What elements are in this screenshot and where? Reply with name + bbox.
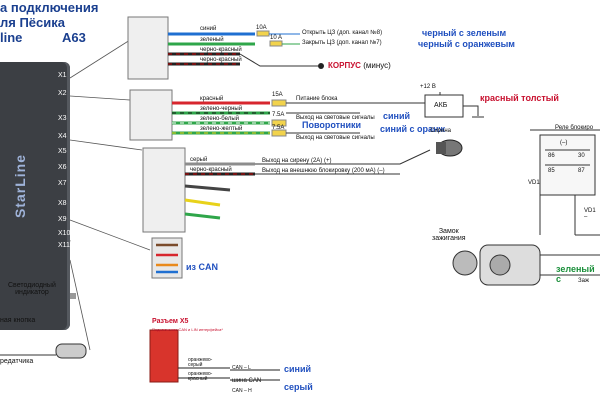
- ignition-key: [452, 250, 478, 276]
- title-line-3: line A63: [0, 30, 110, 45]
- block2-wire-stripes: [172, 112, 270, 134]
- button-label: ная кнопка: [0, 317, 36, 324]
- led-label: Светодиодный индикатор: [8, 282, 56, 296]
- diode-label: VD1: [528, 180, 540, 186]
- can-pin-label: CAN – L: [232, 365, 251, 371]
- wire-label: зелено-белый: [200, 116, 239, 122]
- relay-pin: 86: [548, 153, 555, 159]
- output-label: Выход на внешнюю блокировку (200 мА) (–): [262, 168, 385, 174]
- wire-label: черно-красный: [200, 47, 242, 53]
- fuse: [271, 99, 287, 107]
- ignition-label: Замок зажигания: [432, 228, 466, 242]
- can-bus-label: шина CAN: [232, 378, 262, 384]
- ground-terminal: [318, 63, 324, 69]
- x5-wire-label: оранжево- красный: [188, 371, 213, 382]
- wire-label: черно-красный: [200, 57, 242, 63]
- fuse-label: 7.5A: [272, 112, 285, 118]
- block1-wire-stripes: [168, 53, 240, 65]
- relay-pin: 87: [578, 168, 585, 174]
- title-brand: line: [0, 30, 23, 45]
- ground-label: КОРПУС (минус): [328, 61, 391, 70]
- wire-label: черно-красный: [190, 167, 232, 173]
- output-label: Выход на сирену (2А) (+): [262, 158, 332, 164]
- port-x4: X4: [58, 133, 67, 140]
- note-red-thick: красный толстый: [480, 93, 559, 103]
- port-x3: X3: [58, 115, 67, 122]
- note-black-orange: черный с оранжевым: [418, 39, 515, 49]
- note-black-green: черный с зеленым: [422, 28, 507, 38]
- port-x7: X7: [58, 180, 67, 187]
- relay-pin: 30: [578, 153, 585, 159]
- x5-connector: [149, 329, 179, 383]
- x5-subtitle: Подключение CAN и LIN интерфейса*: [152, 327, 223, 332]
- unit-leads: [59, 39, 151, 351]
- note-turn-signals: Поворотники: [302, 120, 362, 130]
- battery-voltage: +12 В: [420, 84, 436, 90]
- fuse: [269, 40, 283, 47]
- title-line-1: а подключения: [0, 0, 99, 15]
- port-x11: X11: [58, 242, 70, 249]
- output-label: Питание блока: [296, 96, 338, 102]
- port-x1: X1: [58, 72, 67, 79]
- block1-connector: [127, 16, 169, 80]
- port-x8: X8: [58, 200, 67, 207]
- x5-wire-label: оранжево- серый: [188, 357, 213, 368]
- wire-label: синий: [200, 26, 217, 32]
- alarm-unit: [0, 62, 70, 330]
- siren-label: Сирена: [430, 128, 452, 134]
- fuse: [271, 119, 287, 127]
- fuse-label: 10 A: [270, 35, 283, 41]
- output-label: Выход на световые сигналы: [296, 135, 375, 141]
- wire-label: красный: [200, 96, 224, 102]
- port-x2: X2: [58, 90, 67, 97]
- port-x9: X9: [58, 216, 67, 223]
- fuse-label: 15A: [272, 92, 283, 98]
- relay-pin: 85: [548, 168, 555, 174]
- block3-connector: [142, 147, 186, 233]
- unit-brand: StarLine: [12, 153, 28, 218]
- wire-label: зелено-черный: [200, 106, 243, 112]
- port-x6: X6: [58, 164, 67, 171]
- diode-label: VD1 –: [584, 208, 596, 220]
- note-blue: синий: [383, 111, 411, 121]
- x5-title: Разъем X5: [152, 318, 189, 325]
- relay-title: Реле блокиро: [555, 125, 594, 131]
- output-label: Открыть ЦЗ (доп. канал №8): [302, 30, 383, 36]
- note-blue-orange: синий с оранж: [380, 124, 445, 134]
- transmitter-label: редатчика: [0, 358, 34, 365]
- ignition-output: Заж: [578, 278, 589, 284]
- transmitter-symbol: [55, 343, 87, 359]
- relay-pin: (–): [560, 140, 568, 146]
- note-from-can: из CAN: [186, 262, 219, 272]
- note-green: зеленый с: [556, 264, 595, 284]
- port-x10: X10: [58, 230, 71, 237]
- title-line-2: ля Пёсика: [0, 15, 65, 30]
- fuse-label: 10A: [256, 25, 267, 31]
- wire-label: серый: [190, 157, 208, 163]
- wire-label: зеленый: [200, 37, 224, 43]
- wire-label: зелено-желтый: [200, 126, 243, 132]
- fuse: [256, 30, 270, 37]
- note-x5-grey: серый: [284, 382, 313, 392]
- output-label: Закрыть ЦЗ (доп. канал №7): [302, 40, 382, 46]
- fuse-label: 7.5A: [272, 125, 285, 131]
- note-x5-blue: синий: [284, 364, 312, 374]
- output-label: Выход на световые сигналы: [296, 115, 375, 121]
- battery-label: АКБ: [434, 102, 448, 109]
- can-pin-label: CAN – H: [232, 388, 252, 394]
- title-block: а подключения ля Пёсика line A63: [0, 0, 110, 45]
- block2-connector: [129, 89, 173, 141]
- port-x5: X5: [58, 148, 67, 155]
- title-model: A63: [62, 30, 86, 45]
